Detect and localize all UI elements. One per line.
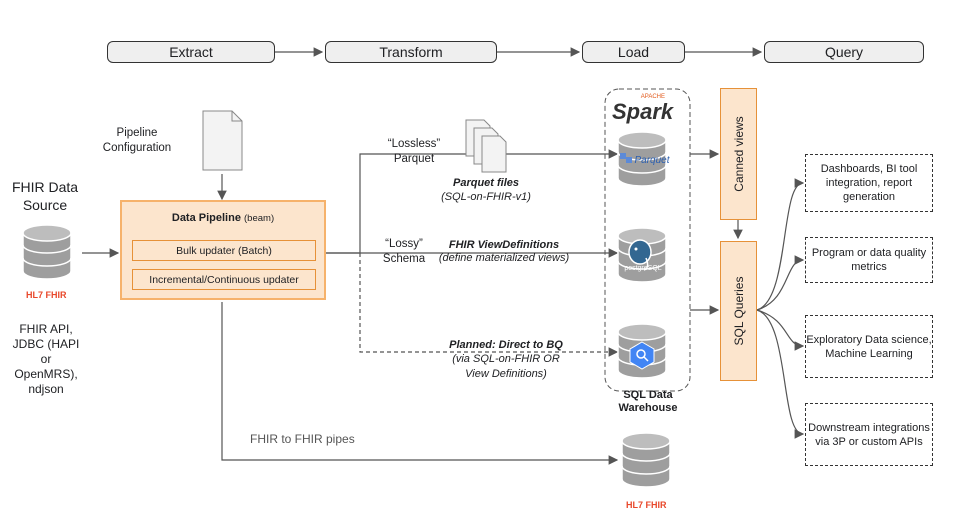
target-hl7-logo: HL7 FHIR <box>626 500 667 510</box>
spark-logo: Spark <box>612 99 674 124</box>
pipeline-title: Data Pipeline <box>171 212 241 224</box>
parquet-logo-icon <box>620 153 632 163</box>
lossy-label: “Lossy” Schema <box>382 238 426 265</box>
canned-views-box: Canned views <box>720 88 757 220</box>
stage-extract: Extract <box>107 41 275 63</box>
parquet-files-icon <box>465 119 507 173</box>
incremental-updater: Incremental/Continuous updater <box>132 269 316 290</box>
source-database-icon <box>22 224 72 280</box>
output-quality-metrics: Program or data quality metrics <box>805 237 933 283</box>
planned-arrow <box>359 253 619 357</box>
parquet-files-label: Parquet files <box>452 177 520 189</box>
data-pipeline-box: Data Pipeline (beam) Bulk updater (Batch… <box>120 200 326 300</box>
source-description: FHIR API, JDBC (HAPI or OpenMRS), ndjson <box>12 322 80 396</box>
output-data-science: Exploratory Data science, Machine Learni… <box>805 315 933 378</box>
postgres-elephant-icon <box>628 239 652 271</box>
source-title: FHIR Data Source <box>11 179 79 213</box>
warehouse-outline <box>604 88 691 392</box>
output-dashboards: Dashboards, BI tool integration, report … <box>805 154 933 212</box>
planned-via-label: (via SQL-on-FHIR OR View Definitions) <box>452 353 560 380</box>
materialized-views-label: (define materialized views) <box>438 252 570 264</box>
pipeline-subtitle: (beam) <box>244 213 275 224</box>
fhir-to-fhir-label: FHIR to FHIR pipes <box>250 432 355 446</box>
fanout-downstream <box>756 309 805 439</box>
target-database-icon <box>621 432 671 488</box>
postgres-logo-label: postgreSQL <box>624 265 662 272</box>
lossless-label: “Lossless” Parquet <box>387 138 441 165</box>
bigquery-icon <box>629 341 655 370</box>
output-downstream: Downstream integrations via 3P or custom… <box>805 403 933 466</box>
warehouse-label: SQL Data Warehouse <box>618 389 678 414</box>
stage-transform: Transform <box>325 41 497 63</box>
stage-query: Query <box>764 41 924 63</box>
stage-load: Load <box>582 41 685 63</box>
config-label: Pipeline Configuration <box>102 127 172 154</box>
fanout-dashboards <box>756 178 805 311</box>
parquet-logo-label: Parquet <box>634 155 670 166</box>
planned-label: Planned: Direct to BQ <box>449 339 563 351</box>
view-definitions-label: FHIR ViewDefinitions <box>448 239 560 251</box>
sql-queries-label: SQL Queries <box>731 276 746 346</box>
pipeline-title-row: Data Pipeline (beam) <box>122 212 324 224</box>
bulk-updater: Bulk updater (Batch) <box>132 240 316 261</box>
sql-queries-box: SQL Queries <box>720 241 757 381</box>
canned-views-label: Canned views <box>731 116 746 192</box>
source-hl7-logo: HL7 FHIR <box>26 290 67 300</box>
config-document-icon <box>202 110 243 171</box>
fhir-to-fhir-arrow <box>221 302 619 465</box>
fanout-quality <box>756 255 805 311</box>
fanout-ml <box>756 309 805 351</box>
apache-label: APACHE <box>640 94 665 100</box>
sql-on-fhir-v1-label: (SQL-on-FHIR-v1) <box>441 191 531 203</box>
